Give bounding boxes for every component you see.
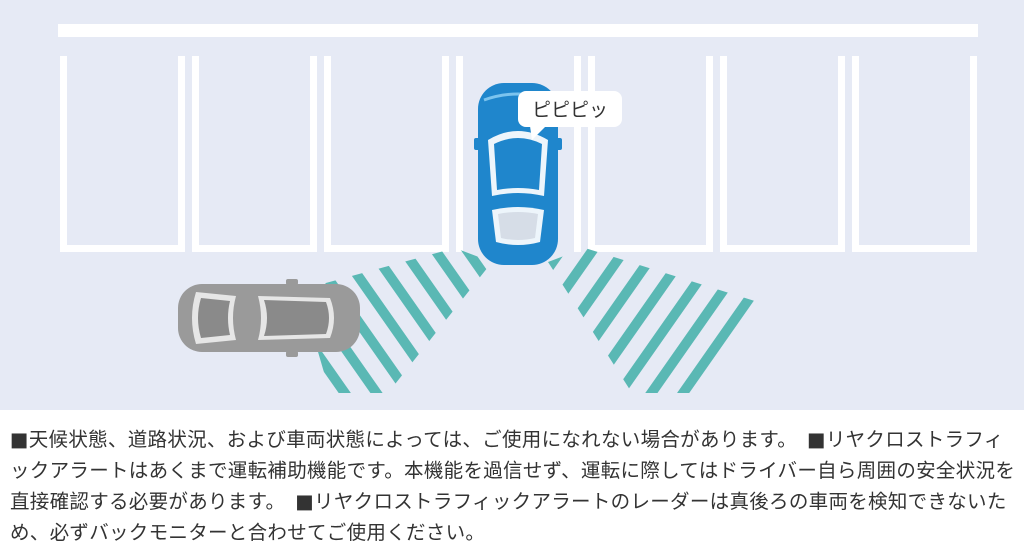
alert-speech-bubble: ピピピッ [518,91,622,140]
disclaimer-note-3: ■リヤクロストラフィックアラートのレーダーは真後ろの車両を検知できないため、必ず… [10,490,1007,544]
alert-sound-text: ピピピッ [532,99,608,121]
parking-space-lines [58,24,978,252]
radar-zone-right [548,248,758,393]
disclaimer-note-2: ■リヤクロストラフィックアラートはあくまで運転補助機能です。本機能を過信せず、運… [10,428,1016,513]
approaching-car [178,279,360,357]
disclaimer-note-1: ■天候状態、道路状況、および車両状態によっては、ご使用になれない場合があります。 [10,428,788,451]
radar-zone-left [300,248,492,393]
parking-lot-illustration: ピピピッ [0,0,1024,410]
disclaimer-text: ■天候状態、道路状況、および車両状態によっては、ご使用になれない場合があります。… [10,424,1016,548]
